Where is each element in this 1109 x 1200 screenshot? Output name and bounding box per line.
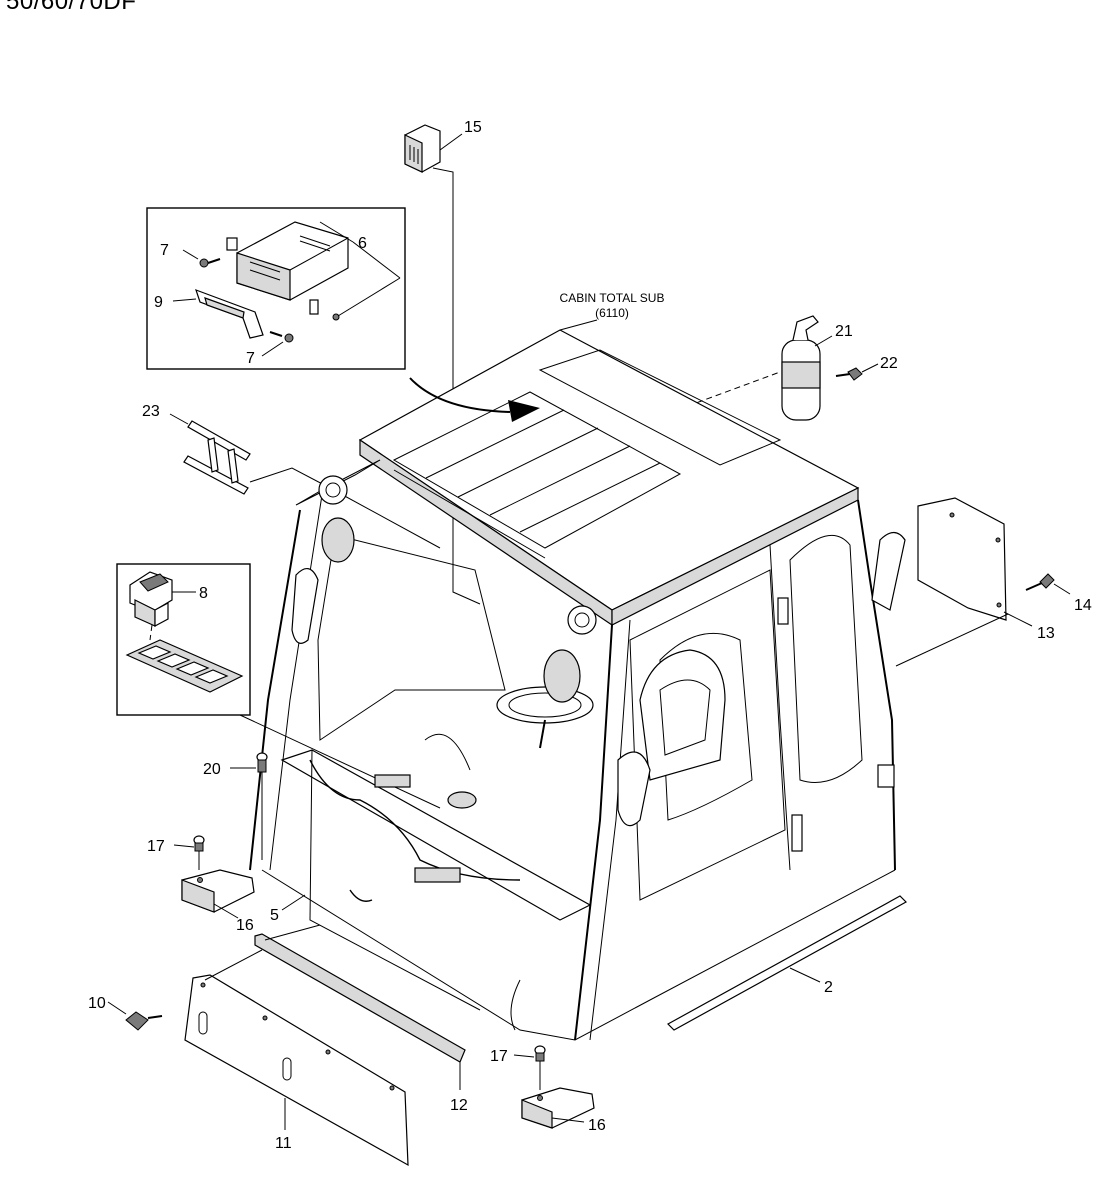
lower-panel-11 (184, 974, 409, 1167)
callout-20: 20 (203, 761, 221, 778)
bolt-17-left (173, 835, 205, 870)
bolt-17-right (513, 1045, 546, 1090)
callout-6: 6 (358, 235, 367, 252)
switch-panel-plate (125, 639, 244, 693)
radio-detail-box (146, 207, 406, 370)
roof-block-15 (404, 124, 481, 605)
bolt-20 (230, 752, 268, 860)
rocker-switch (129, 571, 173, 628)
callout-7-upper: 7 (160, 242, 169, 259)
bracket-23 (169, 413, 441, 549)
bolt-10 (107, 1001, 163, 1031)
callout-10: 10 (88, 995, 106, 1012)
callout-11: 11 (275, 1135, 292, 1152)
bolt-14 (1025, 573, 1071, 595)
model-title: 50/60/70DF (6, 0, 137, 15)
strip-12 (204, 924, 466, 1090)
callout-16-left: 16 (236, 917, 254, 934)
callout-13: 13 (1037, 625, 1055, 642)
cabin-frame (249, 319, 906, 1041)
callout-8: 8 (199, 585, 208, 602)
callout-23: 23 (142, 403, 160, 420)
block-16-left (181, 869, 255, 919)
callout-9: 9 (154, 294, 163, 311)
radio-bracket (195, 288, 264, 339)
callout-17-left: 17 (147, 838, 165, 855)
callout-12: 12 (450, 1097, 468, 1114)
callout-14: 14 (1074, 597, 1092, 614)
bolt-22 (835, 363, 879, 381)
callout-7-lower: 7 (246, 350, 255, 367)
switch-detail-box (116, 563, 441, 809)
cabin-label-line2: (6110) (595, 306, 629, 320)
radio-unit (226, 221, 349, 315)
screw-7-upper (199, 258, 221, 268)
callout-16-right: 16 (588, 1117, 606, 1134)
cabin-label-line1: CABIN TOTAL SUB (560, 291, 665, 305)
callout-21: 21 (835, 323, 853, 340)
fuse-block (374, 774, 461, 883)
callout-17-right: 17 (490, 1048, 508, 1065)
callout-22: 22 (880, 355, 898, 372)
callout-5: 5 (270, 907, 279, 924)
screw-7-lower (269, 331, 294, 343)
block-16-right (521, 1087, 595, 1129)
step-bar-2 (667, 895, 907, 1031)
callout-2: 2 (824, 979, 833, 996)
callout-15: 15 (464, 119, 482, 136)
rear-panel-13 (895, 497, 1071, 667)
